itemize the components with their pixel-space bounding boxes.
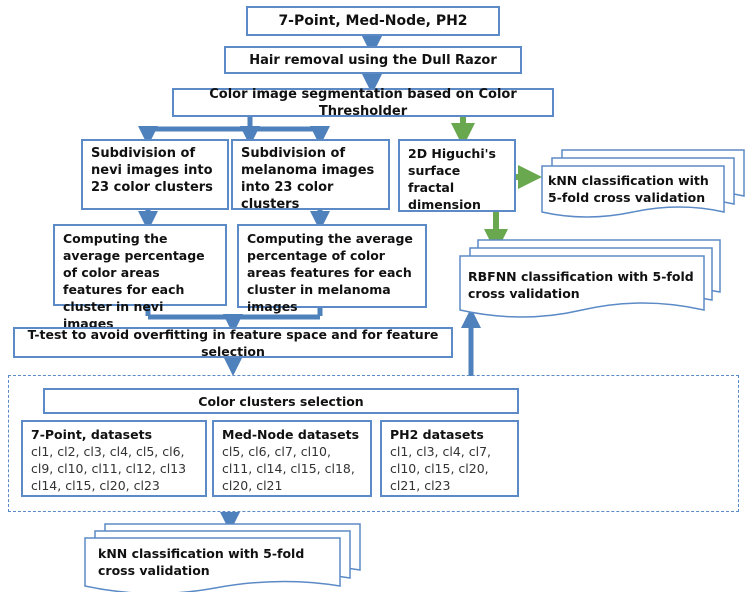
cluster-selection-region — [8, 375, 739, 512]
dataset-mednode-title: Med-Node datasets — [222, 427, 360, 442]
knn-fractal-doc-stack — [541, 149, 745, 218]
avg-melanoma-node: Computing the average percentage of colo… — [237, 224, 427, 314]
rbfnn-label: RBFNN classification with 5-fold cross v… — [468, 269, 694, 301]
segmentation-node: Color image segmentation based on Color … — [172, 86, 554, 119]
dataset-ph2-clusters: PH2 datasets cl1, cl3, cl4, cl7, cl10, c… — [380, 420, 519, 497]
knn-final-doc-stack — [84, 523, 361, 592]
subdivision-nevi-label: Subdivision of nevi images into 23 color… — [91, 146, 213, 195]
ttest-node: T-test to avoid overfitting in feature s… — [13, 326, 453, 359]
higuchi-node: 2D Higuchi's surface fractal dimension — [398, 139, 516, 212]
higuchi-label: 2D Higuchi's surface fractal dimension — [408, 146, 496, 212]
knn-fractal-label: kNN classification with 5-fold cross val… — [548, 173, 709, 205]
cluster-selection-label: Color clusters selection — [198, 393, 364, 409]
subdivision-melanoma-node: Subdivision of melanoma images into 23 c… — [231, 139, 390, 212]
dataset-7point-list: cl1, cl2, cl3, cl4, cl5, cl6, cl9, cl10,… — [31, 444, 187, 493]
dataset-7point-clusters: 7-Point, datasets cl1, cl2, cl3, cl4, cl… — [21, 420, 207, 497]
dataset-7point-title: 7-Point, datasets — [31, 427, 153, 442]
subdivision-nevi-node: Subdivision of nevi images into 23 color… — [81, 139, 229, 210]
segmentation-label: Color image segmentation based on Color … — [209, 86, 517, 119]
hair-removal-label: Hair removal using the Dull Razor — [249, 52, 497, 68]
dataset-mednode-list: cl5, cl6, cl7, cl10, cl11, cl14, cl15, c… — [222, 444, 355, 493]
avg-nevi-node: Computing the average percentage of colo… — [53, 224, 227, 331]
cluster-selection-node: Color clusters selection — [43, 388, 519, 414]
hair-removal-node: Hair removal using the Dull Razor — [224, 46, 522, 74]
avg-nevi-label: Computing the average percentage of colo… — [63, 231, 205, 331]
dataset-mednode-clusters: Med-Node datasets cl5, cl6, cl7, cl10, c… — [212, 420, 372, 497]
dataset-ph2-title: PH2 datasets — [390, 427, 484, 442]
rbfnn-doc-stack — [459, 239, 721, 318]
datasets-label: 7-Point, Med-Node, PH2 — [278, 12, 468, 29]
ttest-label: T-test to avoid overfitting in feature s… — [27, 326, 439, 359]
avg-melanoma-label: Computing the average percentage of colo… — [247, 231, 413, 314]
subdivision-melanoma-label: Subdivision of melanoma images into 23 c… — [241, 146, 375, 212]
knn-final-label: kNN classification with 5-fold cross val… — [98, 546, 305, 578]
datasets-node: 7-Point, Med-Node, PH2 — [246, 6, 500, 36]
dataset-ph2-list: cl1, cl3, cl4, cl7, cl10, cl15, cl20, cl… — [390, 444, 492, 493]
